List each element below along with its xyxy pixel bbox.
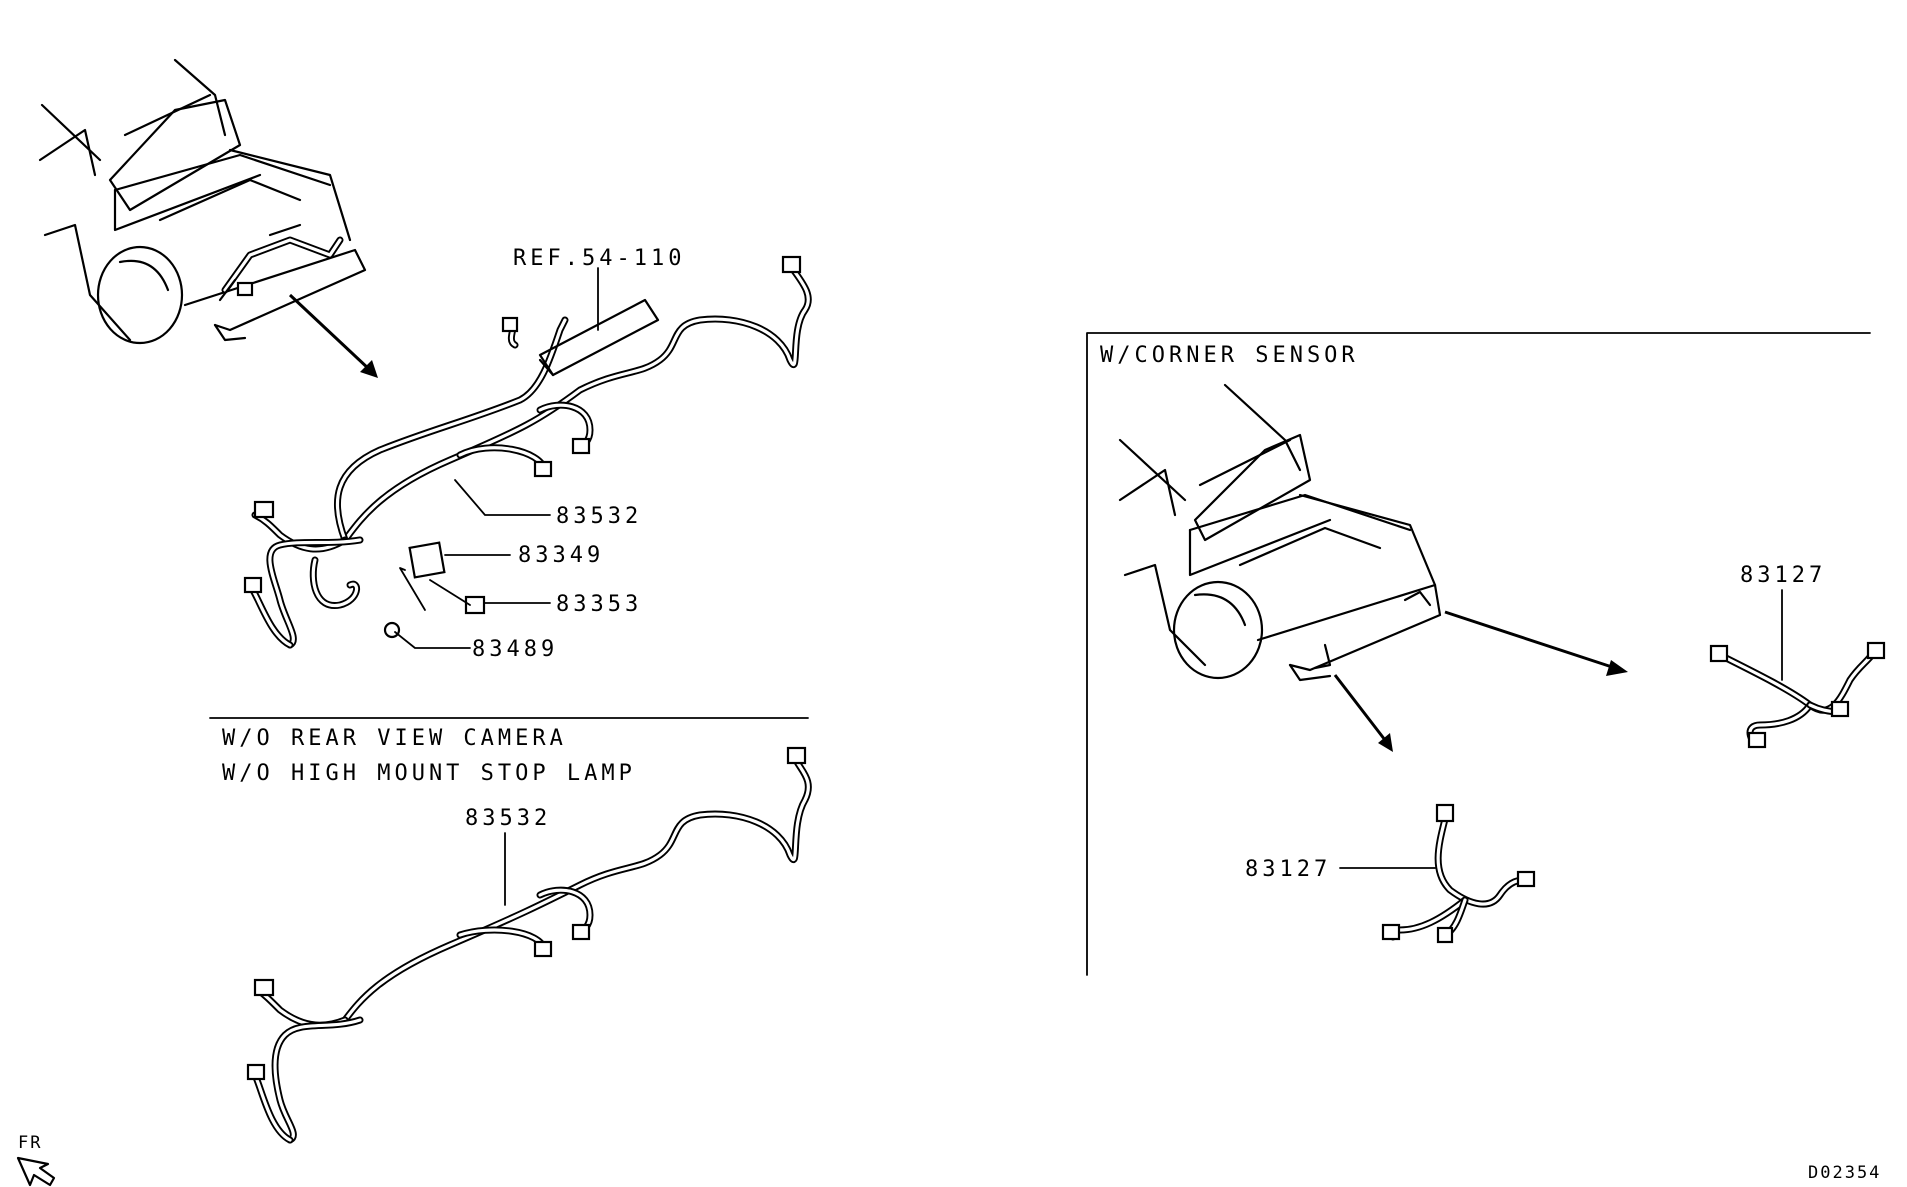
harness-83127-left <box>1381 803 1536 944</box>
part-83489-label: 83489 <box>472 637 558 662</box>
leader-lines-top <box>394 479 551 649</box>
camera-bracket-83349 <box>408 541 446 579</box>
ref-label: REF.54-110 <box>513 246 685 271</box>
part-83532-label-bottom: 83532 <box>465 806 551 831</box>
part-83127-label-right: 83127 <box>1740 563 1826 588</box>
arrow-to-sensor-harness-left <box>1333 674 1393 752</box>
part-83532-label-top: 83532 <box>556 504 642 529</box>
arrow-to-sensor-harness-right <box>1444 610 1628 676</box>
truck-rear-illustration-right <box>1118 383 1442 682</box>
diagram-code: D02354 <box>1808 1163 1881 1183</box>
camera-clip-83353 <box>464 595 486 615</box>
corner-sensor-frame <box>1086 332 1871 976</box>
rear-view-camera-parts <box>383 541 486 639</box>
harness-connector <box>781 255 802 274</box>
camera-grommet-83489 <box>383 621 401 639</box>
part-83353-label: 83353 <box>556 592 642 617</box>
harness-83127-right <box>1709 641 1886 749</box>
harness-83532-bottom <box>246 746 812 1144</box>
wo-stoplamp-note: W/O HIGH MOUNT STOP LAMP <box>222 761 636 786</box>
truck-rear-illustration-top <box>38 58 367 345</box>
fr-label: FR <box>18 1133 42 1153</box>
harness-83532-top <box>243 255 812 649</box>
front-direction-indicator: FR <box>16 1133 56 1187</box>
wo-camera-note: W/O REAR VIEW CAMERA <box>222 726 567 751</box>
corner-sensor-title: W/CORNER SENSOR <box>1100 343 1359 368</box>
front-arrow-icon <box>16 1156 56 1187</box>
part-83349-label: 83349 <box>518 543 604 568</box>
high-mount-stop-lamp-ref <box>538 267 660 377</box>
arrow-truck-to-harness <box>288 293 378 378</box>
part-83127-label-left: 83127 <box>1245 857 1331 882</box>
